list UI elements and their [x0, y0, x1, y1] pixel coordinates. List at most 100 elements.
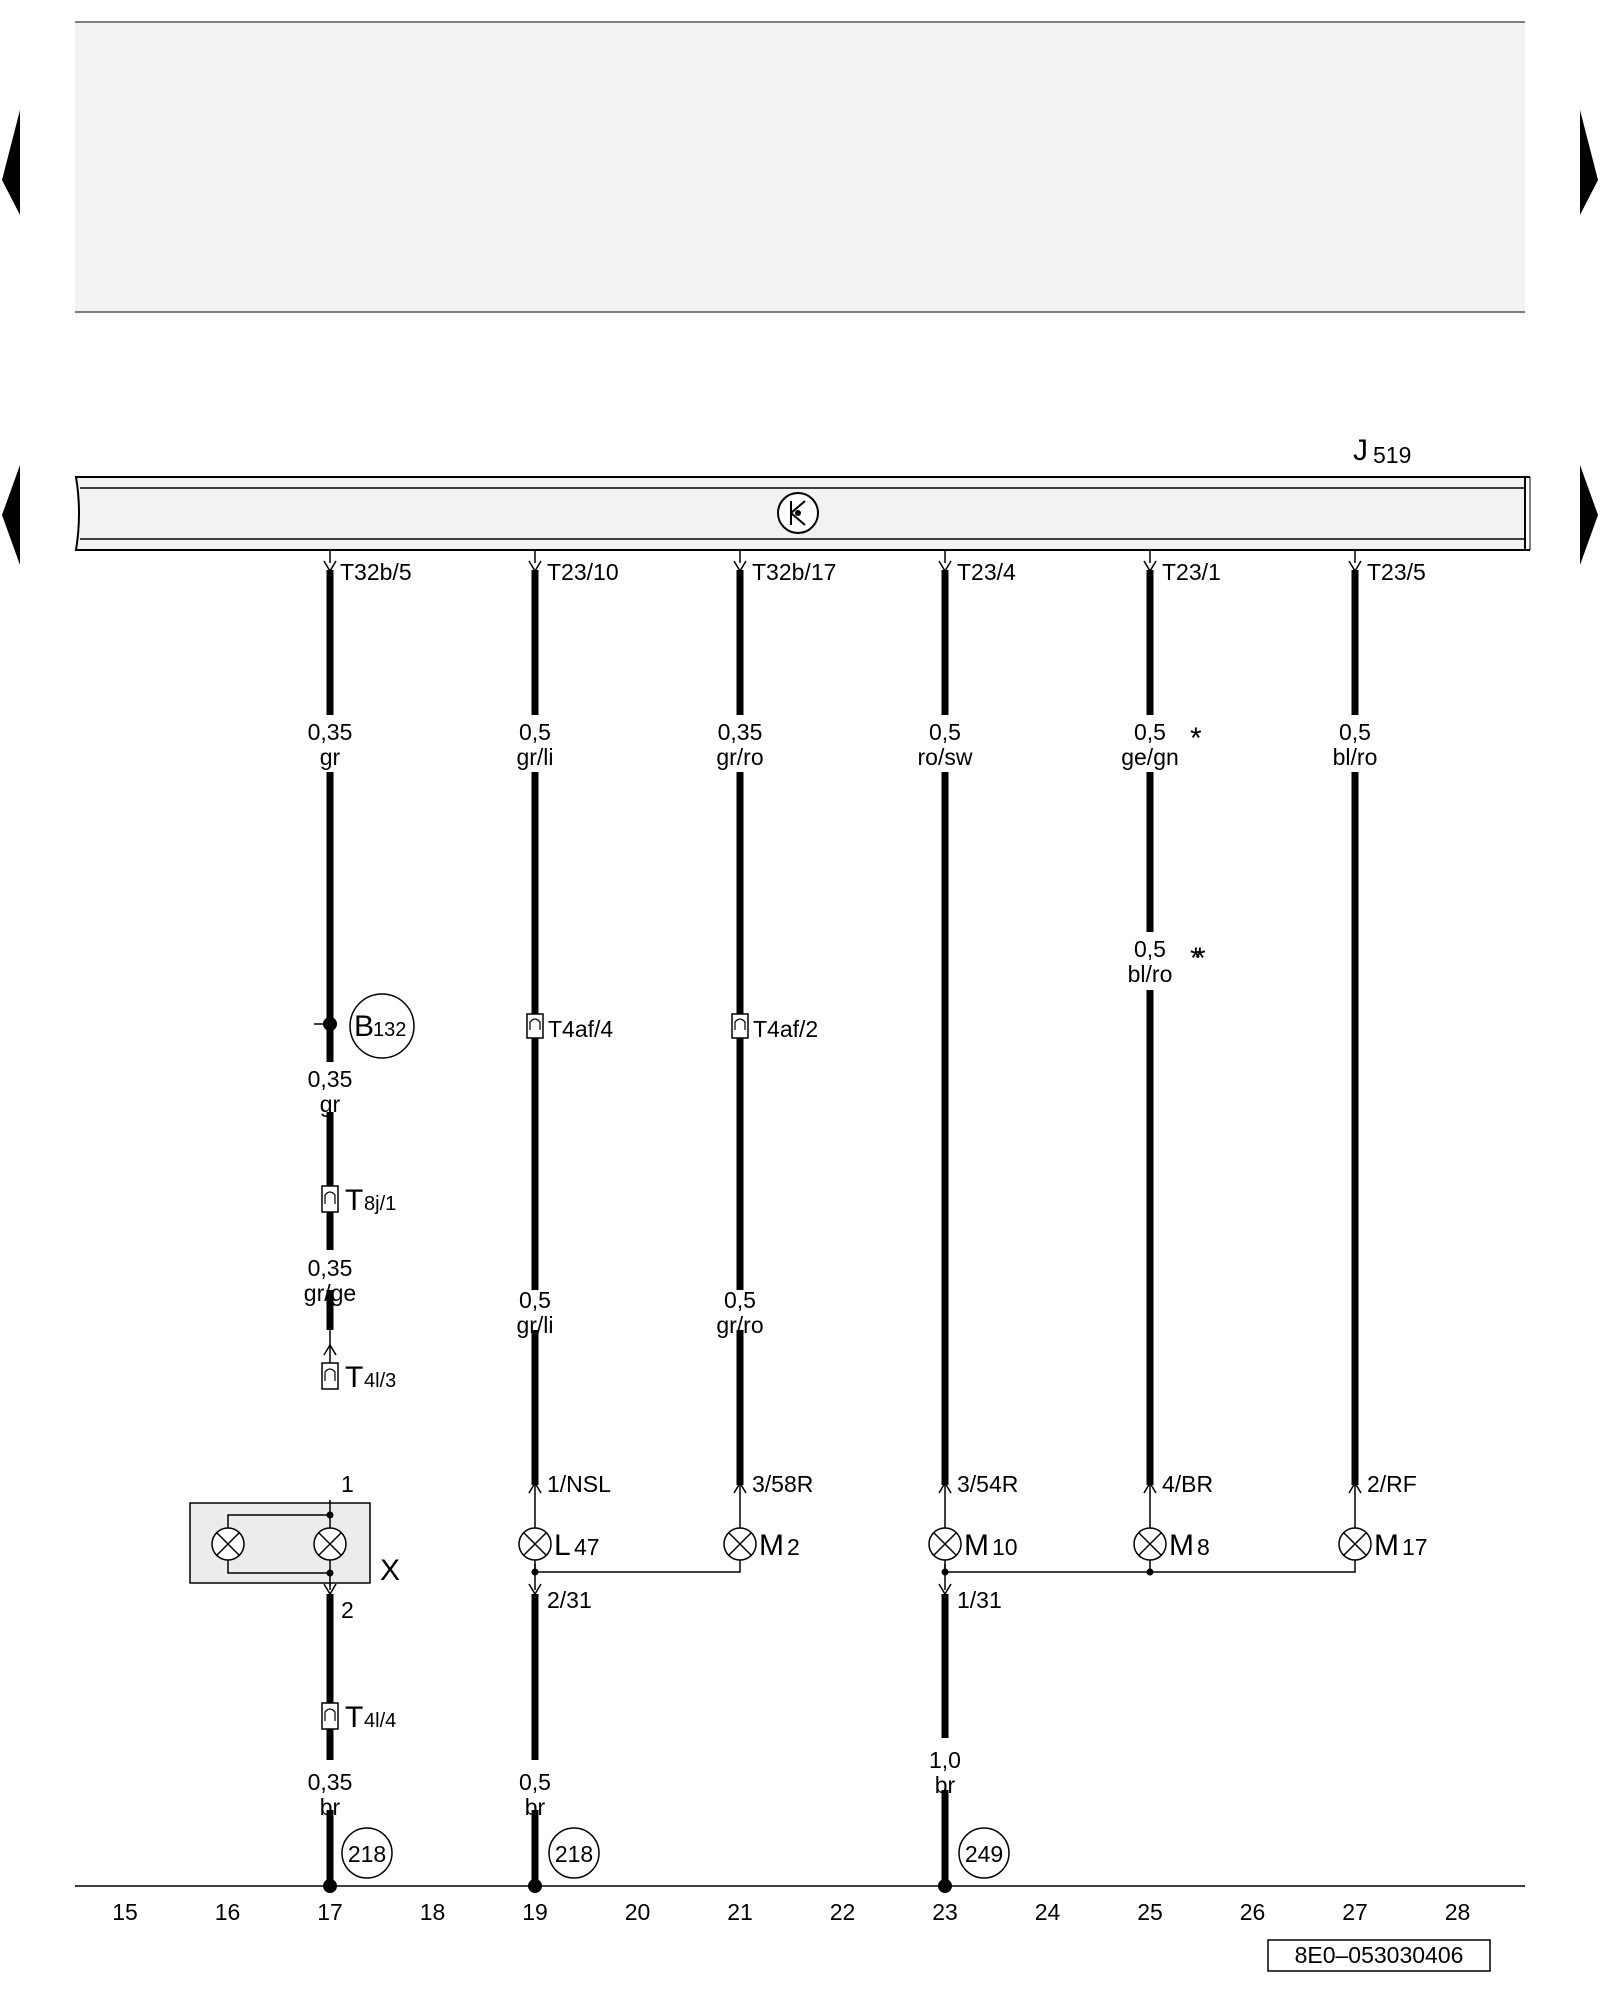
next-page-arrow-top[interactable]	[1580, 110, 1598, 215]
wire-size-17d: 0,35	[308, 1769, 353, 1795]
ground-ref-218-track17: 218	[341, 1827, 393, 1879]
can-bus-icon	[777, 492, 819, 534]
track-number: 24	[1035, 1899, 1061, 1925]
lamp-icon-m8	[1133, 1527, 1167, 1561]
track-number: 26	[1240, 1899, 1266, 1925]
connector-t4af-4: T4af/4	[526, 1013, 613, 1042]
lamp-icon-m10	[928, 1527, 962, 1561]
terminal-label-x2: 2	[341, 1597, 354, 1623]
wire-size-23b: 1,0	[929, 1747, 961, 1773]
terminal-label-m8: 4/BR	[1162, 1471, 1213, 1497]
terminal-label-m10: 3/54R	[957, 1471, 1018, 1497]
footnote-marker-25a: *	[1190, 722, 1202, 755]
wire-color-23a: ro/sw	[918, 744, 973, 770]
wire-size-21b: 0,5	[724, 1287, 756, 1313]
ground-ref-218-track19: 218	[548, 1827, 600, 1879]
wire-size-25a: 0,5	[1134, 719, 1166, 745]
previous-page-arrow-top[interactable]	[2, 110, 20, 215]
connector-sub-t4l-3: 4l/3	[364, 1370, 396, 1392]
pin-label-t32b-17: T32b/17	[752, 559, 836, 585]
wire-size-19b: 0,5	[519, 1287, 551, 1313]
lamp-m2: M 2	[723, 1500, 800, 1562]
splice-b132: B 132	[349, 993, 415, 1059]
pin-label-t32b-5: T32b/5	[340, 559, 412, 585]
connector-sub-t4l-4: 4l/4	[364, 1710, 396, 1732]
terminal-label-l47: 1/NSL	[547, 1471, 611, 1497]
connector-t4l-3: T 4l/3	[321, 1361, 396, 1394]
terminal-label-x1: 1	[341, 1471, 354, 1497]
connector-label-t4af-4: T4af/4	[548, 1016, 613, 1042]
ground-label-23: 249	[965, 1841, 1003, 1867]
track-number: 21	[727, 1899, 753, 1925]
reference-code: 8E0–053030406	[1295, 1942, 1464, 1968]
ground-label-19: 218	[555, 1841, 593, 1867]
pin-label-t23-1: T23/1	[1162, 559, 1221, 585]
lamp-icon-l47	[518, 1527, 552, 1561]
track-number: 20	[625, 1899, 651, 1925]
control-unit-label-letter: J	[1353, 434, 1368, 467]
terminal-label-m2: 3/58R	[752, 1471, 813, 1497]
connector-sub-t8j-1: 8j/1	[364, 1193, 396, 1215]
track-number: 28	[1445, 1899, 1471, 1925]
terminal-label-ground-19: 2/31	[547, 1587, 592, 1613]
splice-number: 132	[373, 1019, 406, 1041]
connector-t4l-4: T 4l/4	[321, 1701, 396, 1734]
lamp-m8: M 8	[1133, 1500, 1210, 1562]
connector-main-t4l-3: T	[345, 1361, 363, 1394]
lamp-number-m2: 2	[787, 1534, 800, 1560]
connector-main-t8j-1: T	[345, 1184, 363, 1217]
connector-label-t4af-2: T4af/2	[753, 1016, 818, 1042]
lamp-letter-m8: M	[1169, 1529, 1194, 1562]
pin-label-t23-10: T23/10	[547, 559, 619, 585]
lamp-letter-m10: M	[964, 1529, 989, 1562]
wire-size-19c: 0,5	[519, 1769, 551, 1795]
wire-size-25b: 0,5	[1134, 936, 1166, 962]
wire-color-17c: gr/ge	[304, 1280, 356, 1306]
circuit-track-17	[314, 550, 337, 1893]
pin-label-t23-4: T23/4	[957, 559, 1016, 585]
lamp-l47: L 47	[518, 1500, 600, 1562]
lamp-number-m8: 8	[1197, 1534, 1210, 1560]
track-number: 18	[420, 1899, 446, 1925]
wire-size-21a: 0,35	[718, 719, 763, 745]
pin-label-t23-5: T23/5	[1367, 559, 1426, 585]
ground-bus-l47-m2	[534, 1560, 741, 1573]
next-page-arrow-bottom[interactable]	[1580, 465, 1598, 565]
lamp-icon-x-left	[211, 1527, 245, 1561]
previous-page-arrow-bottom[interactable]	[2, 465, 20, 565]
lamp-number-l47: 47	[574, 1534, 600, 1560]
track-number: 25	[1137, 1899, 1163, 1925]
header-panel	[75, 22, 1525, 312]
lamp-icon-x-right	[313, 1527, 347, 1561]
wire-color-17b: gr	[320, 1091, 341, 1117]
connector-t8j-1: T 8j/1	[321, 1184, 396, 1217]
lamp-icon-m17	[1338, 1527, 1372, 1561]
footnote-marker-25b: * *	[1190, 942, 1206, 975]
wire-color-21b: gr/ro	[716, 1312, 763, 1338]
wire-color-17a: gr	[320, 744, 341, 770]
ground-ref-249-track23: 249	[958, 1827, 1010, 1879]
track-number: 16	[215, 1899, 241, 1925]
connector-t4af-2: T4af/2	[731, 1013, 818, 1042]
track-number: 23	[932, 1899, 958, 1925]
wire-size-17a: 0,35	[308, 719, 353, 745]
track-number: 22	[830, 1899, 856, 1925]
circuit-track-23	[938, 550, 952, 1893]
splice-letter: B	[354, 1010, 374, 1043]
lamp-number-m17: 17	[1402, 1534, 1428, 1560]
wire-size-23a: 0,5	[929, 719, 961, 745]
wire-color-17d: br	[320, 1794, 341, 1820]
reference-code-box	[1267, 1939, 1491, 1972]
ground-label-17: 218	[348, 1841, 386, 1867]
wire-size-27a: 0,5	[1339, 719, 1371, 745]
track-number: 15	[112, 1899, 138, 1925]
wire-size-17b: 0,35	[308, 1066, 353, 1092]
lamp-letter-l47: L	[554, 1529, 571, 1562]
component-label-x: X	[380, 1554, 400, 1587]
wire-size-19a: 0,5	[519, 719, 551, 745]
wire-color-25a: ge/gn	[1121, 744, 1179, 770]
track-number: 19	[522, 1899, 548, 1925]
wire-size-17c: 0,35	[308, 1255, 353, 1281]
